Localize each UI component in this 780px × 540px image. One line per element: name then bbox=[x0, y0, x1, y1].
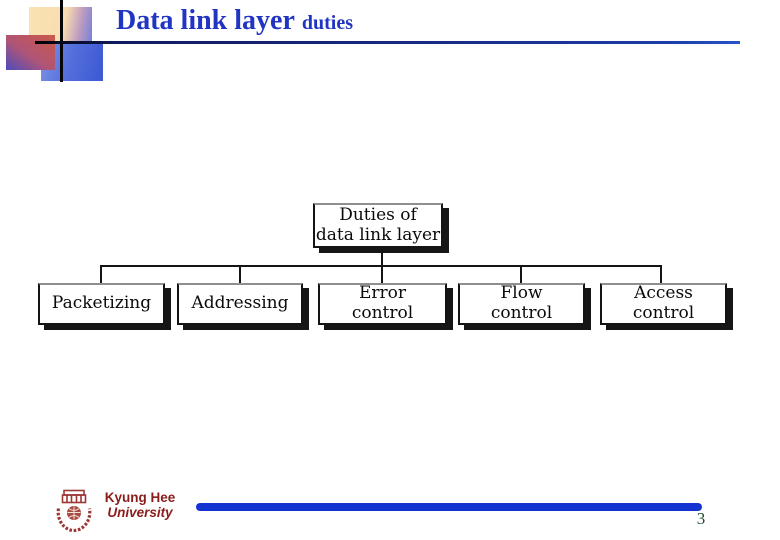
node-label-line: control bbox=[490, 303, 553, 323]
node-flow-control: Flow control bbox=[458, 283, 585, 325]
node-access-control: Access control bbox=[600, 283, 727, 325]
university-name-line1: Kyung Hee bbox=[104, 490, 176, 505]
node-label-line: Duties of bbox=[339, 204, 417, 225]
node-label-line: Addressing bbox=[191, 293, 289, 314]
connector-horizontal bbox=[100, 265, 662, 267]
node-label-line: Flow bbox=[500, 283, 543, 304]
node-label-line: data link layer bbox=[315, 224, 441, 245]
page-number: 3 bbox=[696, 509, 706, 528]
connector-stub-5 bbox=[660, 267, 662, 283]
node-label-line: control bbox=[632, 303, 695, 323]
node-packetizing: Packetizing bbox=[38, 283, 165, 325]
node-label-line: control bbox=[351, 303, 414, 323]
node-label-line: Access bbox=[634, 283, 693, 304]
university-name: Kyung Hee University bbox=[98, 490, 182, 520]
university-emblem-icon bbox=[56, 489, 92, 533]
page-title-sub: duties bbox=[301, 12, 354, 34]
node-duties-root: Duties of data link layer bbox=[313, 203, 443, 248]
page-title: Data link layer duties bbox=[116, 5, 353, 37]
node-addressing: Addressing bbox=[177, 283, 303, 325]
node-label-line: Error bbox=[358, 283, 407, 304]
connector-root-vertical bbox=[381, 247, 383, 266]
connector-stub-2 bbox=[239, 267, 241, 283]
university-name-line2: University bbox=[107, 505, 173, 520]
connector-stub-3 bbox=[381, 267, 383, 283]
connector-stub-1 bbox=[100, 267, 102, 283]
footer-divider-bar bbox=[196, 503, 702, 511]
node-label-line: Packetizing bbox=[51, 293, 152, 314]
connector-stub-4 bbox=[520, 267, 522, 283]
header-underline bbox=[35, 41, 740, 44]
page-title-main: Data link layer bbox=[116, 5, 295, 36]
node-error-control: Error control bbox=[318, 283, 447, 325]
deco-red-square bbox=[6, 35, 55, 70]
